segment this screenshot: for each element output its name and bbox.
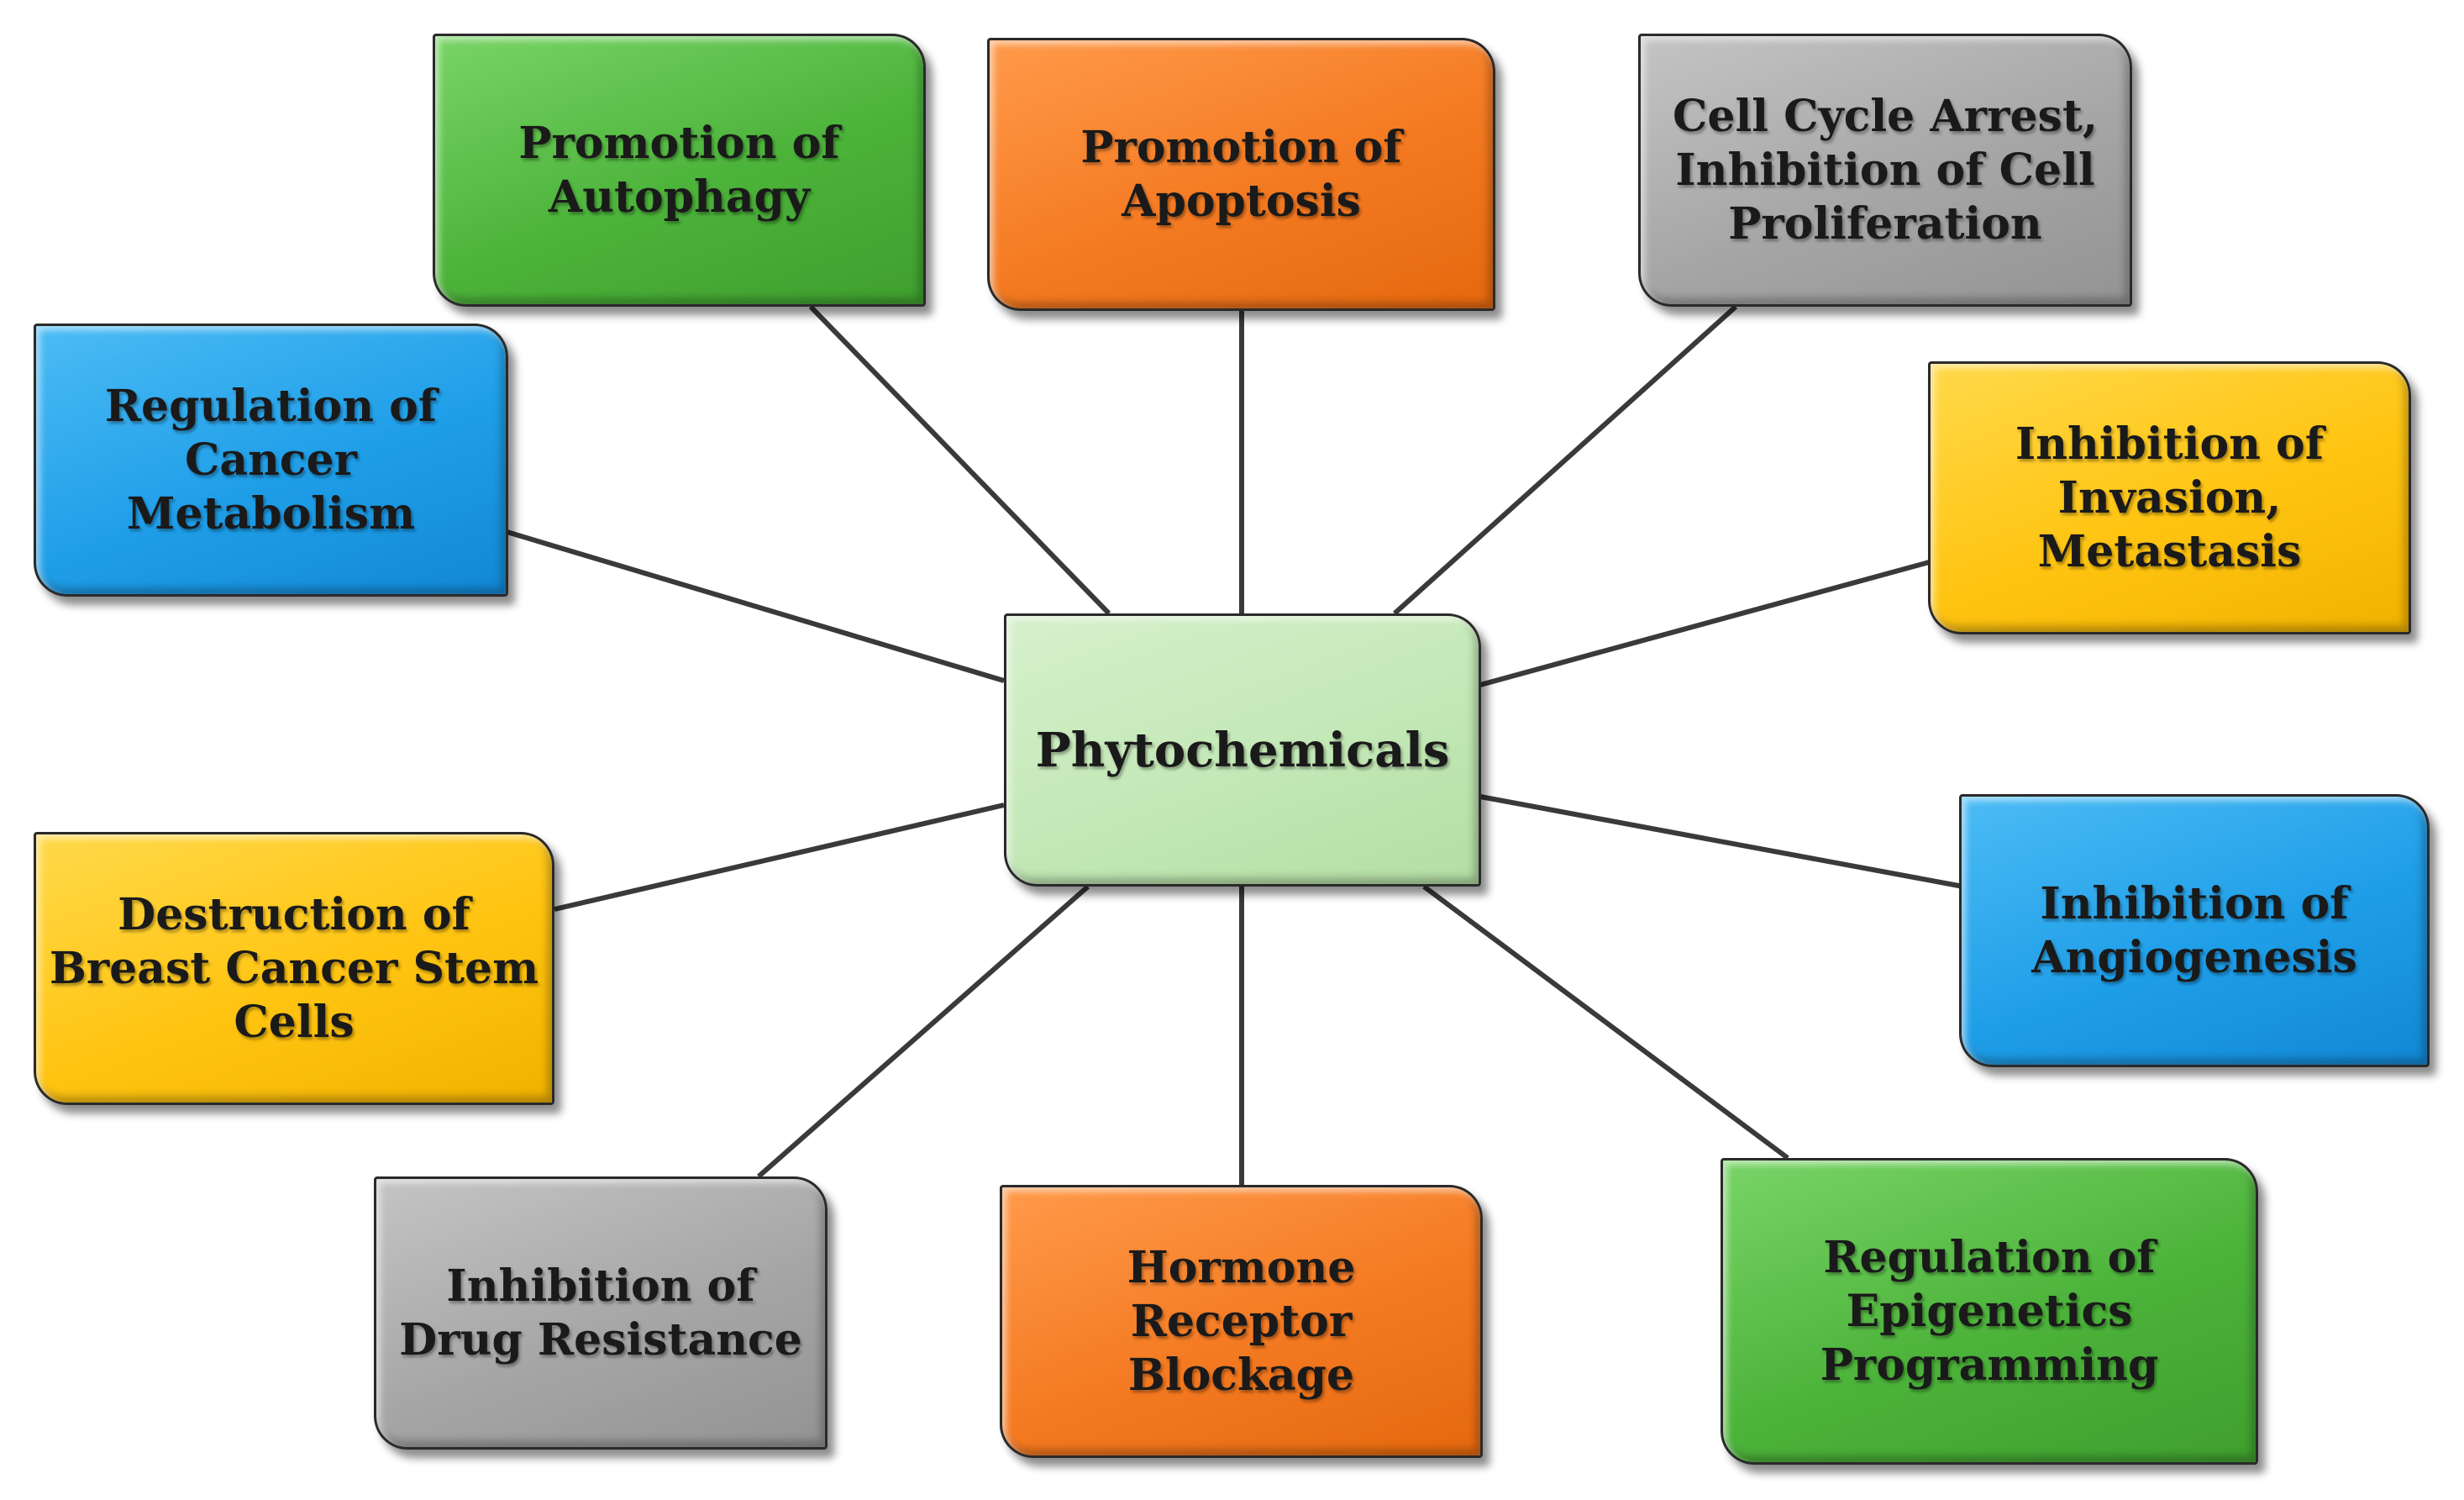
connector-epigenetics (1422, 884, 1789, 1161)
epigenetics-label: Regulation of Epigenetics Programming (1820, 1231, 2159, 1391)
connector-metabolism (503, 529, 1005, 683)
connector-autophagy (808, 304, 1111, 616)
cell-cycle-node: Cell Cycle Arrest, Inhibition of Cell Pr… (1638, 34, 2132, 307)
drug-resistance-label: Inhibition of Drug Resistance (399, 1260, 802, 1366)
stem-cells-label: Destruction of Breast Cancer Stem Cells (49, 888, 539, 1048)
connector-drug-resistance (757, 884, 1090, 1179)
phytochemicals-label: Phytochemicals (1035, 722, 1450, 778)
autophagy-node: Promotion of Autophagy (433, 34, 926, 307)
hormone-label: Hormone Receptor Blockage (1127, 1241, 1356, 1401)
stem-cells-node: Destruction of Breast Cancer Stem Cells (34, 832, 554, 1105)
apoptosis-node: Promotion of Apoptosis (987, 38, 1495, 311)
connector-cell-cycle (1392, 304, 1738, 616)
connector-angiogenesis (1479, 794, 1964, 889)
apoptosis-label: Promotion of Apoptosis (1080, 121, 1402, 227)
epigenetics-node: Regulation of Epigenetics Programming (1721, 1158, 2258, 1465)
angiogenesis-node: Inhibition of Angiogenesis (1959, 794, 2430, 1067)
metabolism-label: Regulation of Cancer Metabolism (104, 380, 438, 539)
invasion-node: Inhibition of Invasion, Metastasis (1928, 361, 2411, 634)
invasion-label: Inhibition of Invasion, Metastasis (2015, 418, 2325, 577)
phytochemicals-node: Phytochemicals (1004, 613, 1481, 887)
connector-invasion (1479, 559, 1933, 687)
drug-resistance-node: Inhibition of Drug Resistance (374, 1176, 827, 1450)
metabolism-node: Regulation of Cancer Metabolism (34, 324, 508, 597)
cell-cycle-label: Cell Cycle Arrest, Inhibition of Cell Pr… (1673, 90, 2098, 250)
angiogenesis-label: Inhibition of Angiogenesis (2031, 877, 2357, 983)
connector-stem-cells (554, 803, 1005, 912)
hormone-node: Hormone Receptor Blockage (1000, 1185, 1483, 1458)
autophagy-label: Promotion of Autophagy (518, 117, 840, 223)
